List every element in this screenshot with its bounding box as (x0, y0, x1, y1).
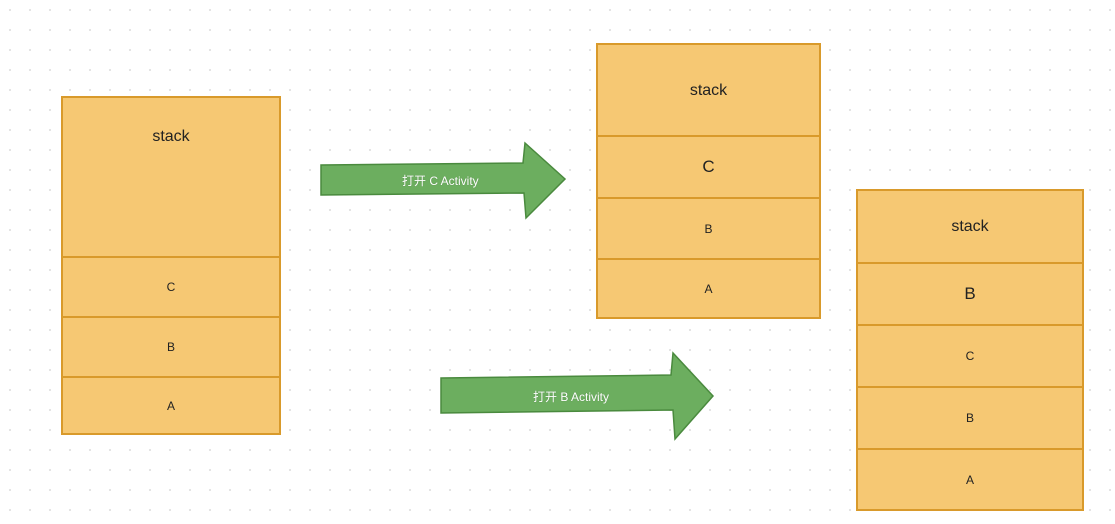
stack-after-open-c-item-b: B (598, 197, 819, 258)
stack-initial-item-b: B (63, 316, 279, 376)
open-b-arrow-shape (440, 351, 715, 441)
stack-after-open-c: stack C B A (596, 43, 821, 319)
stack-initial-title: stack (152, 128, 190, 145)
stack-after-open-c-title: stack (689, 81, 728, 99)
stack-after-open-b-item-a: A (858, 448, 1082, 509)
open-b-arrow-label: 打开 B Activity (533, 390, 610, 404)
stack-initial: stack C B A (61, 96, 281, 435)
stack-after-open-b: stack B C B A (856, 189, 1084, 511)
stack-initial-item-c: C (63, 256, 279, 316)
stack-after-open-b-item-b-top: B (858, 262, 1082, 324)
stack-after-open-b-item-c: C (858, 324, 1082, 386)
open-b-arrow: 打开 B Activity (439, 350, 717, 442)
stack-after-open-b-title: stack (951, 218, 989, 235)
stack-after-open-c-item-c: C (598, 135, 819, 197)
open-c-arrow-shape (320, 141, 567, 220)
open-c-arrow-label: 打开 C Activity (402, 174, 479, 188)
stack-after-open-b-item-b: B (858, 386, 1082, 448)
open-c-arrow: 打开 C Activity (319, 141, 569, 221)
stack-after-open-c-item-a: A (598, 258, 819, 317)
stack-initial-item-a: A (63, 376, 279, 433)
